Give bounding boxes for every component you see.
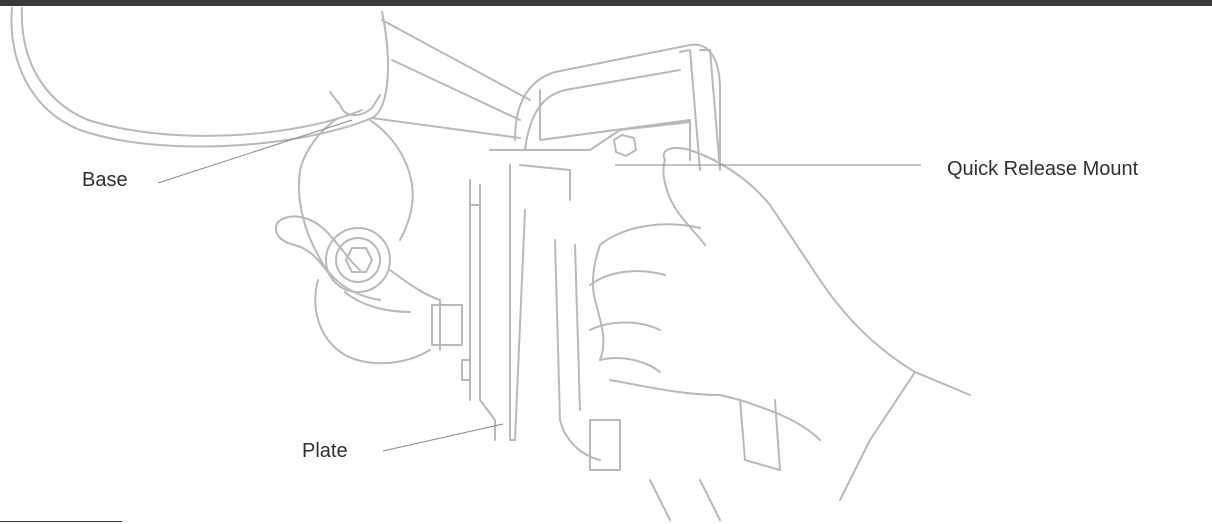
callout-base: Base (82, 170, 128, 190)
leader-line-base (158, 120, 352, 183)
bottom-rule (0, 521, 122, 522)
leader-line-plate (383, 424, 503, 451)
callout-plate: Plate (302, 441, 348, 461)
callout-quick-release-mount: Quick Release Mount (947, 159, 1138, 179)
